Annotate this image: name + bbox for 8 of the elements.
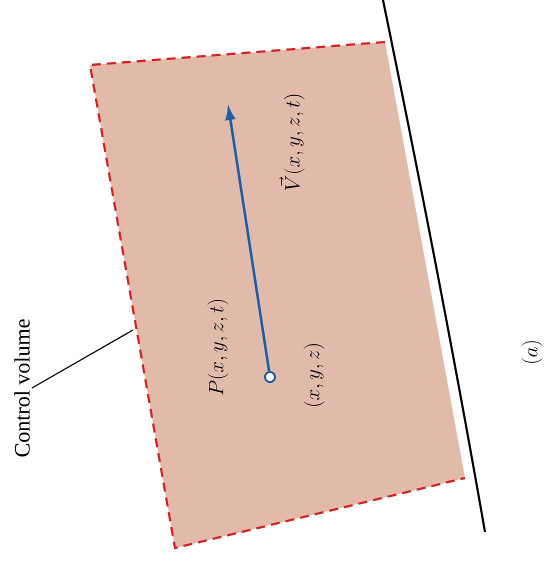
control-volume-region — [88, 40, 466, 550]
point-marker — [264, 371, 276, 383]
edge-label: $\vec{V}(x, y, z, t)$ — [279, 94, 305, 190]
panel-label: $(a)$ — [522, 341, 542, 363]
point-label: $(x, y, z)$ — [304, 344, 324, 406]
leader-line — [32, 329, 134, 389]
leader-text: Control volume — [14, 319, 30, 456]
point-label: $P(x, y, z, t)$ — [208, 300, 228, 395]
